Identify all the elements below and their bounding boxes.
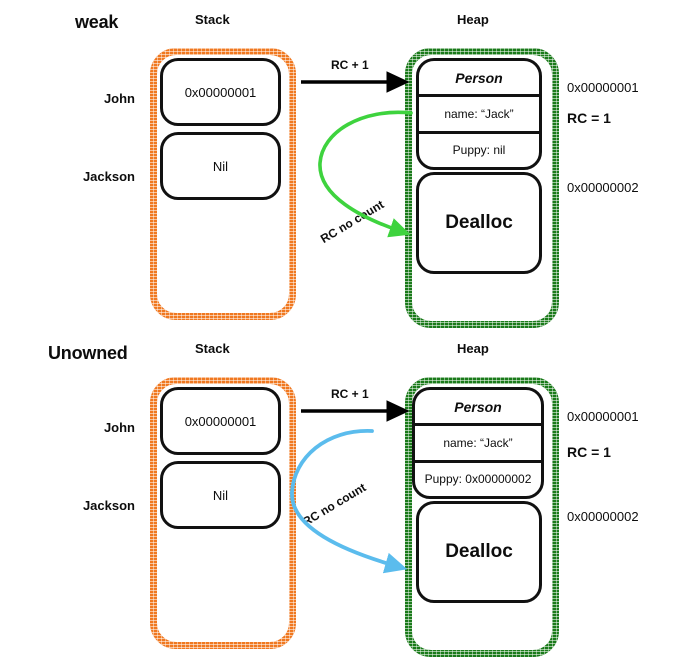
dealloc-box-unowned: Dealloc — [416, 501, 542, 603]
heap-column-title-unowned: Heap — [457, 341, 489, 356]
person-struct-field-puppy-unowned: Puppy: 0x00000002 — [415, 459, 541, 496]
mode-title-unowned: Unowned — [48, 343, 128, 363]
strong-arrow-label: RC + 1 — [331, 58, 369, 72]
annotation-address-1: 0x00000001 — [567, 80, 639, 95]
person-struct-title-row: Person — [419, 61, 539, 94]
var-label-jackson-unowned: Jackson — [82, 498, 135, 513]
person-struct-field-puppy: Puppy: nil — [419, 130, 539, 167]
stack-cell-john-value: 0x00000001 — [184, 84, 257, 100]
stack-cell-john-unowned: 0x00000001 — [160, 387, 281, 455]
annotation-refcount-unowned: RC = 1 — [567, 444, 611, 460]
stack-cell-john: 0x00000001 — [160, 58, 281, 126]
stack-cell-jackson: Nil — [160, 132, 281, 200]
weak-arrow-label: RC no count — [318, 197, 387, 247]
stack-column-title: Stack — [195, 12, 230, 27]
person-struct-field-name: name: “Jack” — [419, 94, 539, 130]
var-label-jackson: Jackson — [82, 169, 135, 184]
annotation-address-1-unowned: 0x00000001 — [567, 409, 639, 424]
person-struct-title-row-unowned: Person — [415, 390, 541, 423]
person-struct: Person name: “Jack” Puppy: nil — [416, 58, 542, 170]
person-struct-unowned: Person name: “Jack” Puppy: 0x00000002 — [412, 387, 544, 499]
var-label-john-unowned: John — [103, 420, 135, 435]
mode-title-weak: weak — [75, 12, 119, 32]
panel-weak: weak Stack Heap 0x00000001 Nil John Jack… — [0, 0, 698, 329]
dealloc-label: Dealloc — [445, 212, 513, 233]
dealloc-box: Dealloc — [416, 172, 542, 274]
person-struct-field-puppy-text-unowned: Puppy: 0x00000002 — [424, 472, 532, 487]
heap-column-title: Heap — [457, 12, 489, 27]
stack-cell-jackson-value: Nil — [212, 158, 229, 174]
person-struct-title: Person — [455, 69, 503, 86]
stack-cell-john-value-unowned: 0x00000001 — [184, 413, 257, 429]
stack-column-title-unowned: Stack — [195, 341, 230, 356]
annotation-refcount: RC = 1 — [567, 110, 611, 126]
unowned-arrow-label: RC no count — [300, 480, 369, 530]
person-struct-field-name-text: name: “Jack” — [444, 106, 514, 121]
person-struct-field-puppy-text: Puppy: nil — [452, 143, 506, 158]
annotation-address-2-unowned: 0x00000002 — [567, 509, 639, 524]
annotation-address-2: 0x00000002 — [567, 180, 639, 195]
person-struct-title-unowned: Person — [454, 398, 502, 415]
strong-arrow-label-unowned: RC + 1 — [331, 387, 369, 401]
person-struct-field-name-text-unowned: name: “Jack” — [443, 435, 513, 450]
panel-unowned: Unowned Stack Heap 0x00000001 Nil John J… — [0, 329, 698, 658]
var-label-john: John — [103, 91, 135, 106]
person-struct-field-name-unowned: name: “Jack” — [415, 423, 541, 459]
dealloc-label-unowned: Dealloc — [445, 541, 513, 562]
stack-cell-jackson-unowned: Nil — [160, 461, 281, 529]
stack-cell-jackson-value-unowned: Nil — [212, 487, 229, 503]
